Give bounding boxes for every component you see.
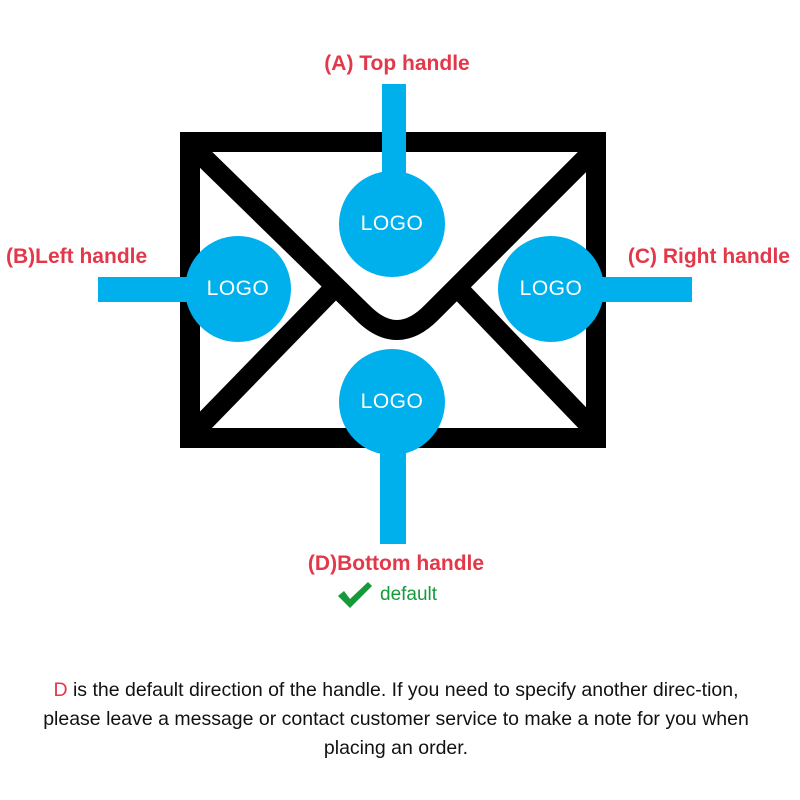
right-handle-bar — [590, 277, 692, 302]
top-handle-bar — [382, 84, 406, 182]
envelope-flap — [189, 142, 602, 340]
envelope-right-fold — [446, 277, 602, 437]
bottom-handle-label: (D)Bottom handle — [307, 552, 485, 575]
right-handle-label: (C) Right handle — [627, 245, 790, 268]
right-logo-text: LOGO — [519, 277, 583, 300]
bottom-logo-circle: LOGO — [339, 349, 445, 455]
top-logo-text: LOGO — [360, 212, 424, 235]
envelope-left-fold — [188, 275, 348, 437]
note-text: is the default direction of the handle. … — [43, 679, 749, 759]
default-text: default — [380, 584, 438, 605]
note-highlight: D — [53, 679, 68, 701]
top-logo-circle: LOGO — [339, 171, 445, 277]
default-badge: default — [336, 580, 437, 610]
bottom-handle-bar — [380, 440, 406, 544]
default-direction-note: D is the default direction of the handle… — [40, 676, 752, 763]
left-handle-label: (B)Left handle — [6, 245, 148, 268]
left-logo-text: LOGO — [206, 277, 270, 300]
bottom-logo-text: LOGO — [360, 390, 424, 413]
top-handle-label: (A) Top handle — [324, 52, 470, 75]
check-icon — [338, 582, 372, 608]
left-handle-bar — [98, 277, 198, 302]
left-logo-circle: LOGO — [185, 236, 291, 342]
right-logo-circle: LOGO — [498, 236, 604, 342]
